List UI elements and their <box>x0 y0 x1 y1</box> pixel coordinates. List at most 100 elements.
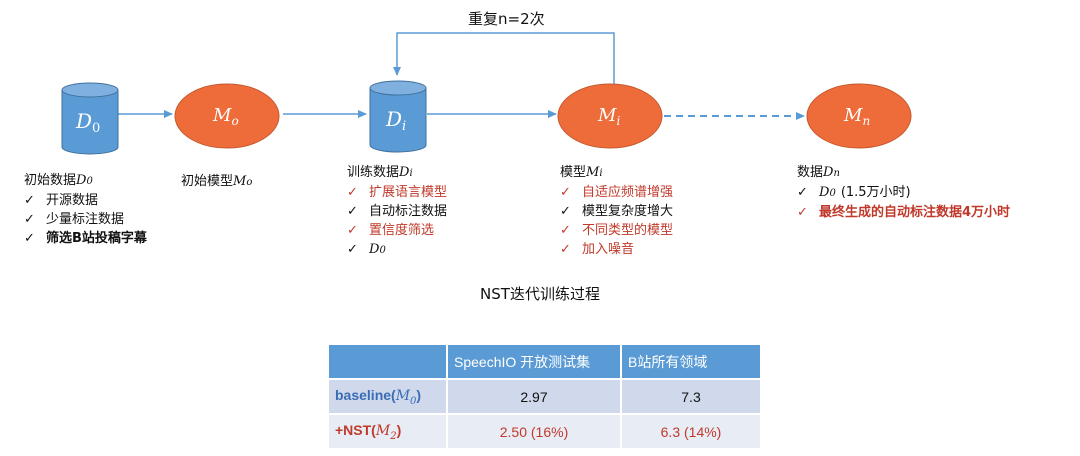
list-item-text: 自动标注数据 <box>369 204 448 219</box>
row-label-math: M <box>375 422 391 439</box>
caption-title-sub: o <box>246 177 253 188</box>
list-item-text: (1.5万小时) <box>840 185 911 200</box>
check-icon: ✓ <box>347 242 358 257</box>
row-label-sub: 0 <box>410 395 417 407</box>
repeat-label: 重复n=2次 <box>468 10 545 28</box>
check-icon: ✓ <box>347 204 358 219</box>
data-di-cylinder <box>369 80 427 153</box>
caption-title-sub: n <box>833 168 840 179</box>
table-cell: 7.3 <box>620 378 762 415</box>
table-row: baseline(M0) 2.97 7.3 <box>327 378 762 415</box>
m0-node-label: Mo <box>212 105 239 128</box>
caption-title-math: D <box>399 165 410 180</box>
check-icon: ✓ <box>797 185 808 200</box>
check-icon: ✓ <box>24 212 35 227</box>
caption-title-math: M <box>233 174 247 189</box>
list-item-text: 模型复杂度增大 <box>582 204 674 219</box>
list-item: ✓ 加入噪音 <box>560 240 673 259</box>
check-icon: ✓ <box>24 193 35 208</box>
mn-node-label: Mn <box>843 105 870 128</box>
list-item: ✓ 最终生成的自动标注数据4万小时 <box>797 203 1010 222</box>
list-item-text: 不同类型的模型 <box>582 223 674 238</box>
caption-title-sub: i <box>599 168 603 179</box>
list-item-text: 筛选B站投稿字幕 <box>46 231 147 246</box>
check-icon: ✓ <box>347 185 358 200</box>
model-mn-ellipse <box>806 83 912 149</box>
di-node-label: Di <box>385 107 406 134</box>
caption-title-math: D <box>76 173 87 188</box>
row-label-close: ) <box>416 386 422 403</box>
row-label-text: baseline( <box>335 386 396 403</box>
list-item-text: 最终生成的自动标注数据4万小时 <box>819 205 1011 220</box>
list-item-sub: 0 <box>829 188 836 199</box>
figure-title: NST迭代训练过程 <box>480 285 600 303</box>
caption-title-sub: 0 <box>86 176 93 187</box>
table-header-cell: B站所有领域 <box>620 343 762 380</box>
list-item-text: 自适应频谱增强 <box>582 185 674 200</box>
model-mi-ellipse <box>557 83 663 149</box>
table-cell: 2.50 (16%) <box>446 413 622 450</box>
list-item: ✓ 不同类型的模型 <box>560 221 673 240</box>
check-icon: ✓ <box>797 205 808 220</box>
list-item: ✓ 少量标注数据 <box>24 210 147 229</box>
check-icon: ✓ <box>560 223 571 238</box>
list-item: ✓ 自动标注数据 <box>347 202 447 221</box>
caption-title-text: 训练数据 <box>347 165 400 180</box>
mi-node-label: Mi <box>597 105 620 128</box>
check-icon: ✓ <box>24 231 35 246</box>
check-icon: ✓ <box>347 223 358 238</box>
table-row-label: +NST(M2) <box>327 413 448 450</box>
row-label-text: +NST( <box>335 421 376 438</box>
check-icon: ✓ <box>560 242 571 257</box>
check-icon: ✓ <box>560 204 571 219</box>
caption-title-math: D <box>823 165 834 180</box>
caption-title-sub: i <box>409 168 413 179</box>
table-header-row: SpeechIO 开放测试集 B站所有领域 <box>327 343 762 380</box>
repeat-loop-arrow <box>393 32 615 86</box>
table-header-cell <box>327 343 448 380</box>
table-header-cell: SpeechIO 开放测试集 <box>446 343 622 380</box>
list-item-text: 扩展语言模型 <box>369 185 448 200</box>
list-item-text: 少量标注数据 <box>46 212 125 227</box>
list-item: ✓ 开源数据 <box>24 191 147 210</box>
check-icon: ✓ <box>560 185 571 200</box>
list-item: ✓ 置信度筛选 <box>347 221 447 240</box>
list-item-text: 置信度筛选 <box>369 223 435 238</box>
caption-title-text: 初始数据 <box>24 173 77 188</box>
caption-title-text: 数据 <box>797 165 824 180</box>
table-row-label: baseline(M0) <box>327 378 448 415</box>
row-label-sub: 2 <box>390 430 397 442</box>
table-cell: 6.3 (14%) <box>620 413 762 450</box>
table-cell: 2.97 <box>446 378 622 415</box>
results-table: SpeechIO 开放测试集 B站所有领域 baseline(M0) 2.97 … <box>327 343 762 450</box>
list-item-math: D <box>819 185 830 200</box>
table-row: +NST(M2) 2.50 (16%) 6.3 (14%) <box>327 413 762 450</box>
row-label-math: M <box>395 387 411 404</box>
data-d0-cylinder <box>61 82 119 155</box>
d0-node-label: D0 <box>75 109 100 136</box>
caption-title-math: M <box>586 165 600 180</box>
list-item: ✓ 自适应频谱增强 <box>560 183 673 202</box>
caption-title-text: 模型 <box>560 165 587 180</box>
list-item: ✓ 扩展语言模型 <box>347 183 447 202</box>
model-m0-ellipse <box>174 83 280 149</box>
list-item: ✓ 筛选B站投稿字幕 <box>24 229 147 248</box>
list-item-text: 开源数据 <box>46 193 99 208</box>
caption-title-text: 初始模型 <box>181 174 234 189</box>
list-item-math: D <box>369 242 380 257</box>
list-item-text: 加入噪音 <box>582 242 635 257</box>
row-label-close: ) <box>396 421 402 438</box>
